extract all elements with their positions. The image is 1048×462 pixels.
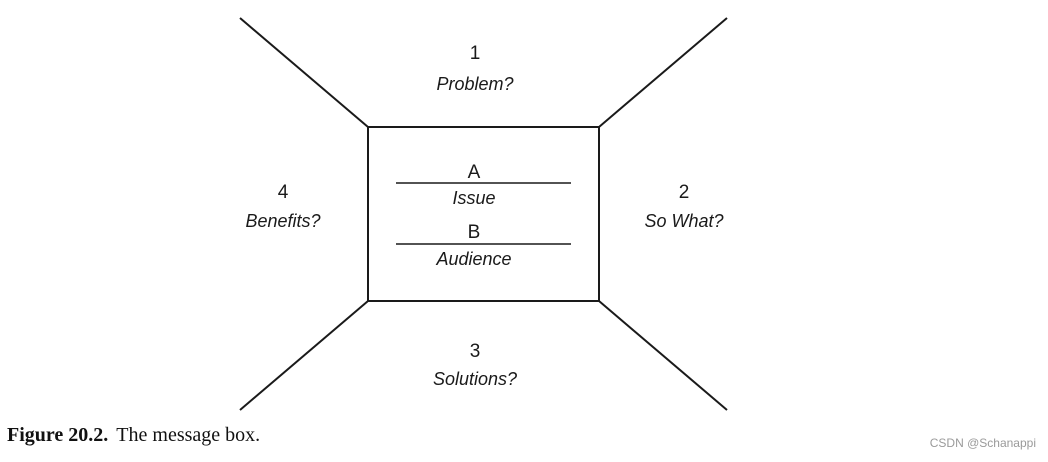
- top-section-label: Problem?: [436, 74, 513, 94]
- center-label-issue: Issue: [452, 188, 495, 208]
- center-box: [367, 126, 600, 302]
- left-section-label: Benefits?: [245, 211, 320, 231]
- right-section-label: So What?: [644, 211, 723, 231]
- top-section-number: 1: [470, 43, 481, 64]
- center-letter-a: A: [468, 162, 481, 183]
- bottom-section-number: 3: [470, 341, 481, 362]
- diagonal-top-left: [239, 17, 369, 128]
- left-section-number: 4: [278, 182, 289, 203]
- right-section-number: 2: [679, 182, 690, 203]
- center-letter-b: B: [468, 222, 481, 243]
- diagonal-bottom-right: [598, 300, 728, 411]
- diagonal-top-right: [598, 17, 728, 128]
- diagonal-bottom-left: [239, 300, 369, 411]
- figure-number: Figure 20.2.: [7, 424, 109, 446]
- watermark: CSDN @Schanappi: [929, 436, 1036, 450]
- figure-caption-text: The message box.: [116, 424, 261, 446]
- bottom-section-label: Solutions?: [433, 369, 517, 389]
- center-label-audience: Audience: [435, 249, 511, 269]
- figure-caption: Figure 20.2. The message box.: [7, 424, 260, 447]
